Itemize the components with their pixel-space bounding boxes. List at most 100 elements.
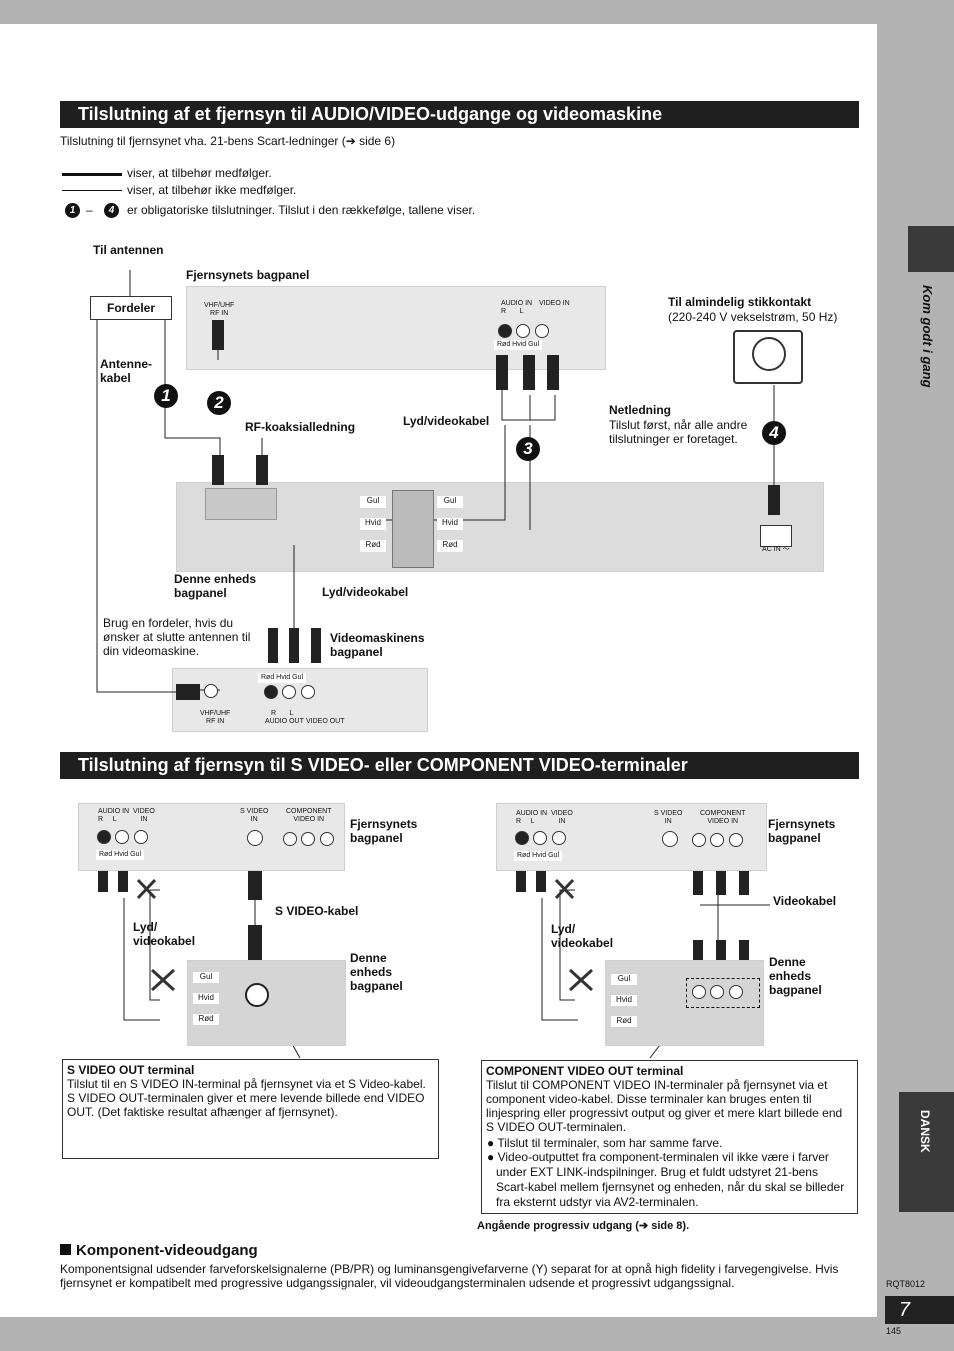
unit-rf-terminals xyxy=(205,488,277,520)
unit-hvid-label: Hvid xyxy=(360,518,386,530)
thin-line-legend xyxy=(62,190,122,191)
label-rf-cable: RF-koaksialledning xyxy=(245,420,356,434)
unit-gul-label-2: Gul xyxy=(437,496,463,508)
komponent-title: Komponent-videoudgang xyxy=(76,1242,258,1259)
label-av-cable-bottom: Lyd/videokabel xyxy=(322,585,409,599)
svideo-color-labels: Rød Hvid Gul xyxy=(96,850,145,860)
ac-in-label: AC IN ～ xyxy=(762,546,790,553)
top-bar xyxy=(0,0,954,24)
step-2-marker: 2 xyxy=(207,391,231,415)
label-vcr-back: Videomaskinens bagpanel xyxy=(330,631,425,659)
tv-jack-row xyxy=(498,324,549,343)
solid-line-legend xyxy=(62,173,122,176)
unit-gul-label: Gul xyxy=(360,496,386,508)
component-in-label: COMPONENT VIDEO IN xyxy=(700,810,746,825)
step-1-icon: 1 xyxy=(65,203,80,218)
svideo-tv-jacks xyxy=(97,830,148,849)
section-tab-marker xyxy=(908,226,954,272)
component-bullet-2: ● Video-outputtet fra component-terminal… xyxy=(487,1150,845,1209)
unit-back-panel xyxy=(176,482,824,572)
svideo-component-label: COMPONENT VIDEO IN xyxy=(286,808,332,823)
svideo-unit-back-label: Denne enheds bagpanel xyxy=(350,951,403,993)
vcr-audio-out-label: AUDIO OUT xyxy=(265,718,304,725)
splitter-note: Brug en fordeler, hvis du ønsker at slut… xyxy=(103,616,251,658)
svideo-av-cable-label: Lyd/ videokabel xyxy=(133,920,196,948)
component-s-in-label: S VIDEO IN xyxy=(654,810,683,825)
component-unit-rod: Rød xyxy=(611,1016,637,1027)
label-antenna: Til antennen xyxy=(93,243,164,257)
tv-color-labels: Rød Hvid Gul xyxy=(494,340,543,350)
page-subnumber: 145 xyxy=(886,1326,902,1336)
svideo-s-jack xyxy=(247,830,263,851)
component-info-box: COMPONENT VIDEO OUT terminal Tilslut til… xyxy=(481,1060,858,1214)
legend-dash: – xyxy=(86,203,93,217)
component-jacks xyxy=(692,833,743,852)
unit-rod-label-2: Rød xyxy=(437,540,463,552)
svideo-audio-in-label: AUDIO IN R L xyxy=(98,808,130,823)
tv-video-in-label: VIDEO IN xyxy=(539,300,570,307)
component-tv-jacks xyxy=(515,831,566,850)
tv-vhf-label: VHF/UHF RF IN xyxy=(204,302,235,317)
page-number: 7 xyxy=(885,1296,954,1324)
vcr-video-out-label: VIDEO OUT xyxy=(306,718,345,725)
svideo-info-box: S VIDEO OUT terminal Tilslut til en S VI… xyxy=(62,1059,439,1159)
svideo-unit-rod: Rød xyxy=(193,1014,219,1025)
label-mains-title: Netledning xyxy=(609,403,671,417)
step-3-marker: 3 xyxy=(516,437,540,461)
unit-hvid-label-2: Hvid xyxy=(437,518,463,530)
component-color-labels: Rød Hvid Gul xyxy=(514,851,563,861)
section-heading-svideo: Tilslutning af fjernsyn til S VIDEO- ell… xyxy=(60,752,859,779)
component-video-in-label: VIDEO IN xyxy=(551,810,573,825)
doc-code: RQT8012 xyxy=(886,1279,926,1289)
component-tv-back-label: Fjernsynets bagpanel xyxy=(768,817,836,845)
label-outlet-sub: (220-240 V vekselstrøm, 50 Hz) xyxy=(668,310,838,324)
svideo-out-jack xyxy=(245,983,269,1007)
tv-audio-in-label: AUDIO IN R L xyxy=(501,300,533,315)
svideo-unit-gul: Gul xyxy=(193,972,219,983)
label-outlet-title: Til almindelig stikkontakt xyxy=(668,295,812,309)
label-mains-sub: Tilslut først, når alle andre tilslutnin… xyxy=(609,418,748,446)
language-tab: DANSK xyxy=(899,1092,954,1212)
svideo-video-in-label: VIDEO IN xyxy=(133,808,155,823)
component-box-title: COMPONENT VIDEO OUT terminal xyxy=(486,1064,684,1078)
label-av-cable-top: Lyd/videokabel xyxy=(403,414,490,428)
component-audio-in-label: AUDIO IN R L xyxy=(516,810,548,825)
legend-required-text: er obligatoriske tilslutninger. Tilslut … xyxy=(127,203,476,217)
vcr-color-labels: Rød Hvid Gul xyxy=(258,673,307,683)
splitter-box: Fordeler xyxy=(90,296,172,320)
vcr-rl-label: R L xyxy=(271,710,294,717)
svideo-box-title: S VIDEO OUT terminal xyxy=(67,1063,195,1077)
svideo-cable-label: S VIDEO-kabel xyxy=(275,904,359,918)
bottom-bar xyxy=(0,1317,954,1351)
svideo-component-jacks xyxy=(283,832,334,851)
component-unit-gul: Gul xyxy=(611,974,637,985)
svideo-tv-back-label: Fjernsynets bagpanel xyxy=(350,817,418,845)
step-4-icon: 4 xyxy=(104,203,119,218)
section-bullet-square xyxy=(60,1244,71,1255)
component-out-jacks xyxy=(692,985,743,1004)
component-cable-label: Videokabel xyxy=(773,894,837,908)
component-unit-back-label: Denne enheds bagpanel xyxy=(769,955,822,997)
vcr-vhf-label: VHF/UHF RF IN xyxy=(200,710,231,725)
progressive-link-text: Angående progressiv udgang (➔ side 8). xyxy=(477,1220,690,1232)
svideo-unit-hvid: Hvid xyxy=(193,993,219,1004)
svideo-s-in-label: S VIDEO IN xyxy=(240,808,269,823)
component-box-text: Tilslut til COMPONENT VIDEO IN-terminale… xyxy=(486,1078,843,1134)
unit-rod-label: Rød xyxy=(360,540,386,552)
vcr-rf-jack xyxy=(204,684,218,703)
component-s-jack xyxy=(662,831,678,852)
label-antenna-cable: Antenne- kabel xyxy=(100,357,152,385)
unit-av-out-block xyxy=(392,490,434,568)
component-av-cable-label: Lyd/ videokabel xyxy=(551,922,614,950)
legend-thin-text: viser, at tilbehør ikke medfølger. xyxy=(127,183,297,197)
step-4-marker: 4 xyxy=(762,421,786,445)
ac-in-socket xyxy=(760,525,792,547)
komponent-text: Komponentsignal udsender farveforskelsig… xyxy=(60,1262,839,1290)
label-unit-back: Denne enheds bagpanel xyxy=(174,572,257,600)
socket-face-icon xyxy=(752,337,786,371)
intro-text: Tilslutning til fjernsynet vha. 21-bens … xyxy=(60,134,396,148)
legend-solid-text: viser, at tilbehør medfølger. xyxy=(127,166,272,180)
label-tv-back: Fjernsynets bagpanel xyxy=(186,268,310,282)
section-heading-av: Tilslutning af et fjernsyn til AUDIO/VID… xyxy=(60,101,859,128)
